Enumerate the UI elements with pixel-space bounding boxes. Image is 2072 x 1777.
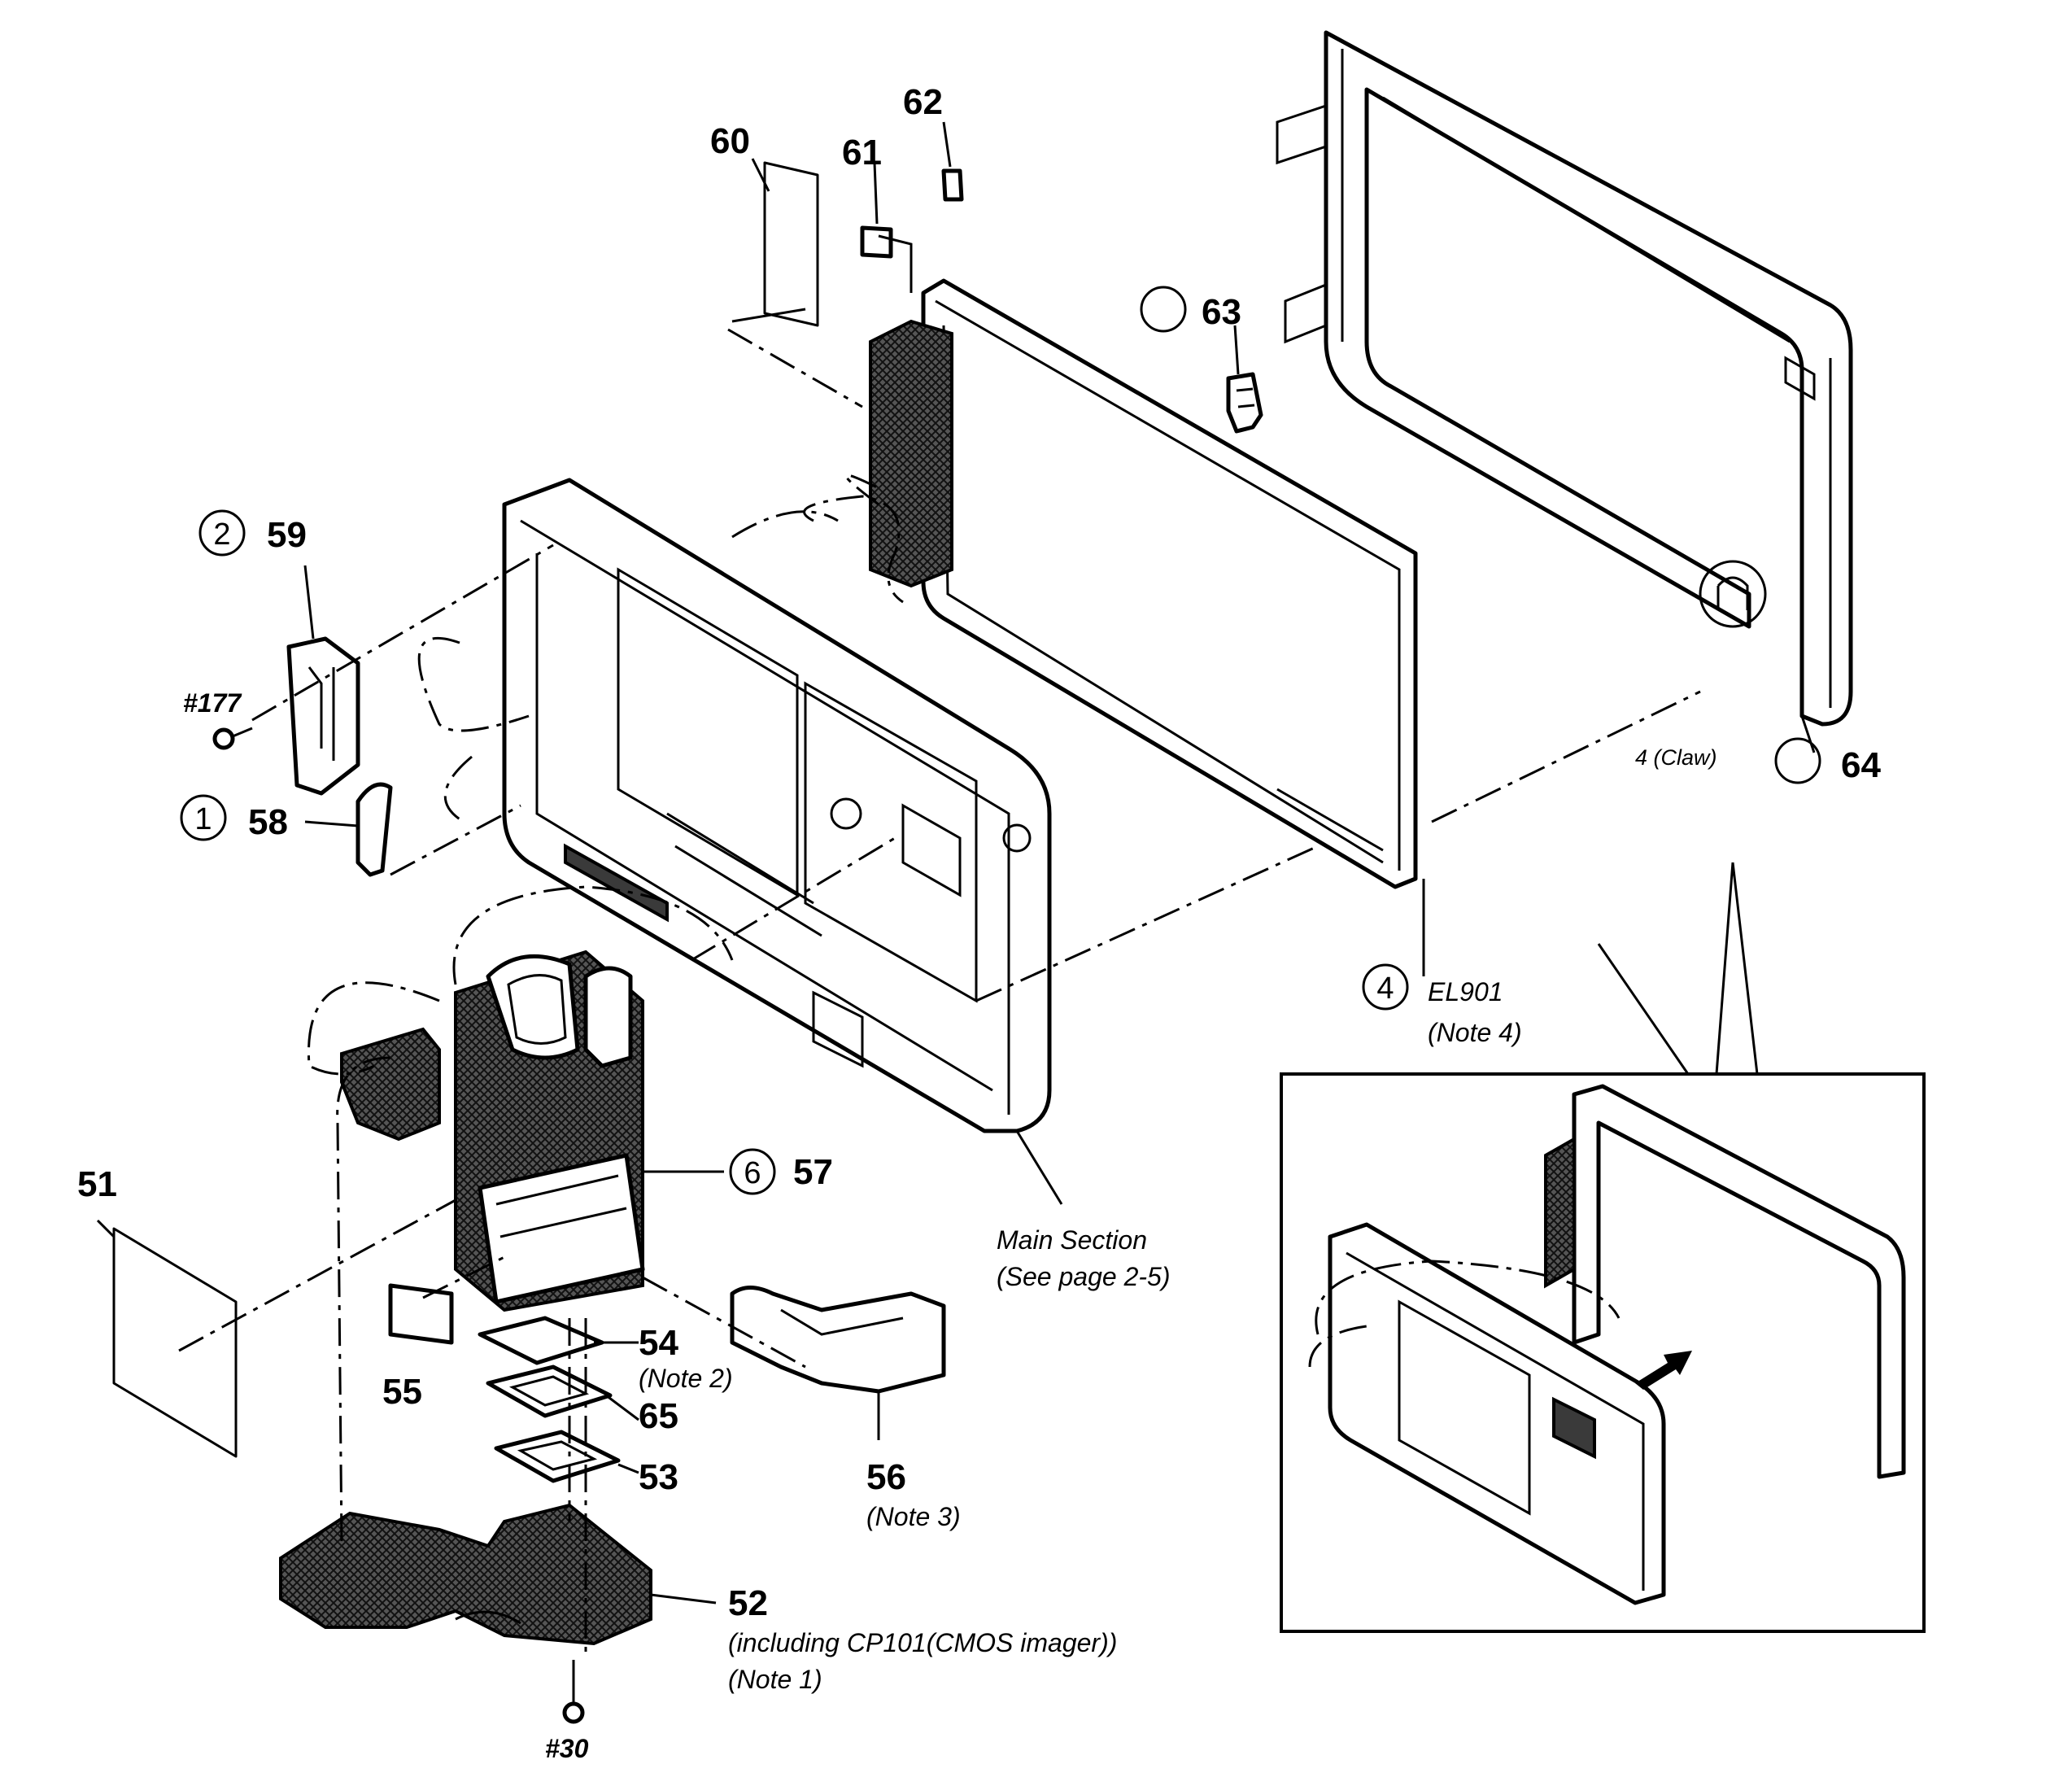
label-claw: 4 (Claw) — [1635, 745, 1717, 770]
label-51: 51 — [77, 1164, 117, 1204]
claw-bracket-part-63 — [1226, 372, 1263, 434]
label-55: 55 — [382, 1372, 422, 1412]
flexible-board-60-61 — [731, 161, 964, 588]
screw-177 — [212, 727, 253, 750]
bracket-part-59 — [286, 636, 360, 796]
label-52: 52 — [728, 1583, 768, 1623]
assembly-guide-lines — [178, 328, 1701, 1660]
label-el901: EL901 — [1428, 977, 1503, 1006]
svg-text:4: 4 — [1376, 971, 1394, 1006]
sheet-part-54 — [478, 1316, 604, 1365]
note-52-line2: (Note 1) — [728, 1665, 822, 1694]
label-53: 53 — [639, 1457, 678, 1497]
label-60: 60 — [710, 121, 750, 161]
flexible-board-part-56 — [730, 1286, 946, 1394]
circle-2: 2 — [198, 509, 246, 557]
note-56: (Note 3) — [866, 1502, 961, 1531]
cushion-part-55 — [388, 1283, 454, 1345]
rear-frame-part-64 — [1276, 30, 1853, 727]
label-57: 57 — [793, 1152, 833, 1192]
plate-part-53 — [494, 1430, 621, 1483]
label-screw-30: #30 — [545, 1734, 589, 1763]
note-54: (Note 2) — [639, 1364, 733, 1393]
label-56: 56 — [866, 1457, 906, 1497]
assembly-inset — [1280, 862, 1926, 1633]
label-54: 54 — [639, 1323, 678, 1363]
circle-4: 4 — [1362, 963, 1409, 1011]
sheet-part-51 — [112, 1227, 238, 1458]
label-main-section: Main Section — [997, 1225, 1147, 1255]
circle-5 — [1140, 286, 1187, 333]
circle-6: 6 — [729, 1148, 776, 1195]
circle-3 — [1774, 737, 1821, 784]
svg-text:2: 2 — [213, 517, 230, 552]
circle-1: 1 — [180, 794, 227, 841]
leader-lines — [96, 121, 1816, 1605]
label-59: 59 — [267, 515, 307, 555]
label-see-page: (See page 2-5) — [997, 1262, 1170, 1291]
circuit-board-part-52 — [279, 1503, 652, 1646]
svg-text:6: 6 — [744, 1156, 761, 1190]
seal-part-65 — [486, 1364, 613, 1418]
label-62: 62 — [903, 82, 943, 122]
svg-text:1: 1 — [194, 802, 212, 836]
label-58: 58 — [248, 802, 288, 842]
screw-30 — [562, 1660, 585, 1724]
label-65: 65 — [639, 1396, 678, 1436]
label-screw-177: #177 — [183, 688, 242, 718]
note-el901: (Note 4) — [1428, 1018, 1522, 1047]
lens-block-part-57 — [340, 950, 645, 1312]
label-63: 63 — [1202, 292, 1241, 332]
label-61: 61 — [842, 133, 882, 172]
label-64: 64 — [1841, 745, 1881, 785]
main-chassis — [502, 478, 1052, 1133]
cushion-part-58 — [356, 782, 393, 877]
note-52-line1: (including CP101(CMOS imager)) — [728, 1628, 1117, 1657]
